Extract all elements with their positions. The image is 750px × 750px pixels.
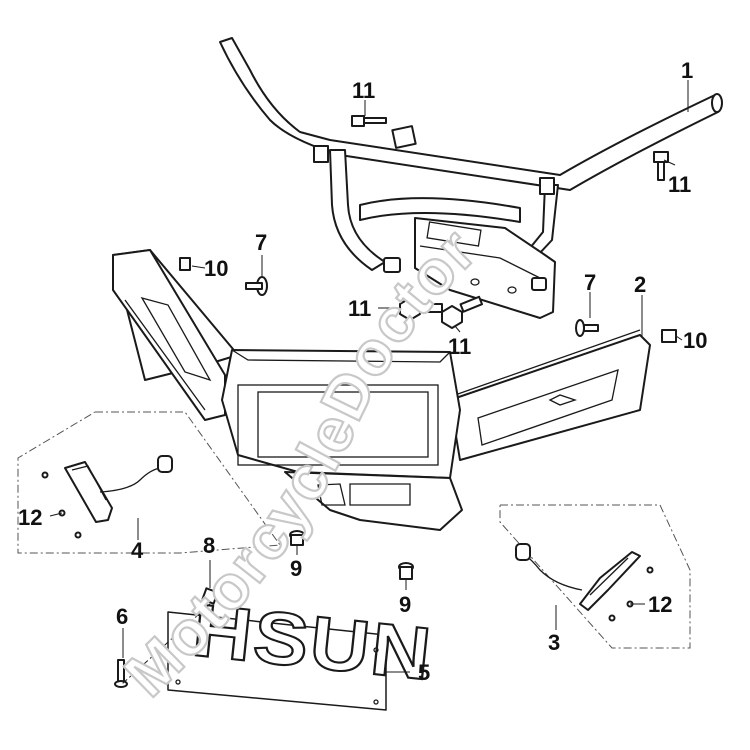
screw-7-left	[245, 276, 268, 296]
lamp-assembly-right	[499, 504, 691, 649]
callout-11-right: 11	[668, 172, 691, 197]
callout-11-center-left: 11	[348, 296, 371, 321]
bolt-11-center-left	[399, 297, 443, 321]
bolt-11-right	[653, 151, 669, 181]
callout-7-right: 7	[584, 270, 596, 295]
callout-5: 5	[418, 660, 430, 685]
callout-1: 1	[681, 58, 693, 83]
screw-7-right	[575, 319, 599, 337]
callout-3: 3	[548, 630, 560, 655]
callout-6: 6	[116, 604, 128, 629]
callout-8: 8	[203, 533, 215, 558]
callout-12-left: 12	[18, 505, 42, 530]
lamp-assembly-left	[17, 411, 281, 554]
callout-4: 4	[131, 538, 144, 563]
callout-11-center-right: 11	[448, 334, 471, 359]
front-bumper-frame	[219, 37, 723, 319]
bolt-11-center-right	[441, 295, 484, 329]
nut-8	[201, 587, 219, 605]
callout-7-left: 7	[255, 230, 267, 255]
callout-9-left: 9	[290, 556, 302, 581]
callout-2: 2	[634, 272, 646, 297]
callout-9-right: 9	[399, 592, 411, 617]
callout-10-right: 10	[683, 328, 707, 353]
bolt-11-top	[351, 115, 387, 127]
bumper-cover	[112, 249, 677, 531]
callout-11-top: 11	[352, 78, 375, 103]
screw-9-right	[398, 562, 414, 580]
callout-12-right: 12	[648, 592, 672, 617]
leader-lines	[49, 80, 689, 673]
callout-10-left: 10	[204, 256, 228, 281]
